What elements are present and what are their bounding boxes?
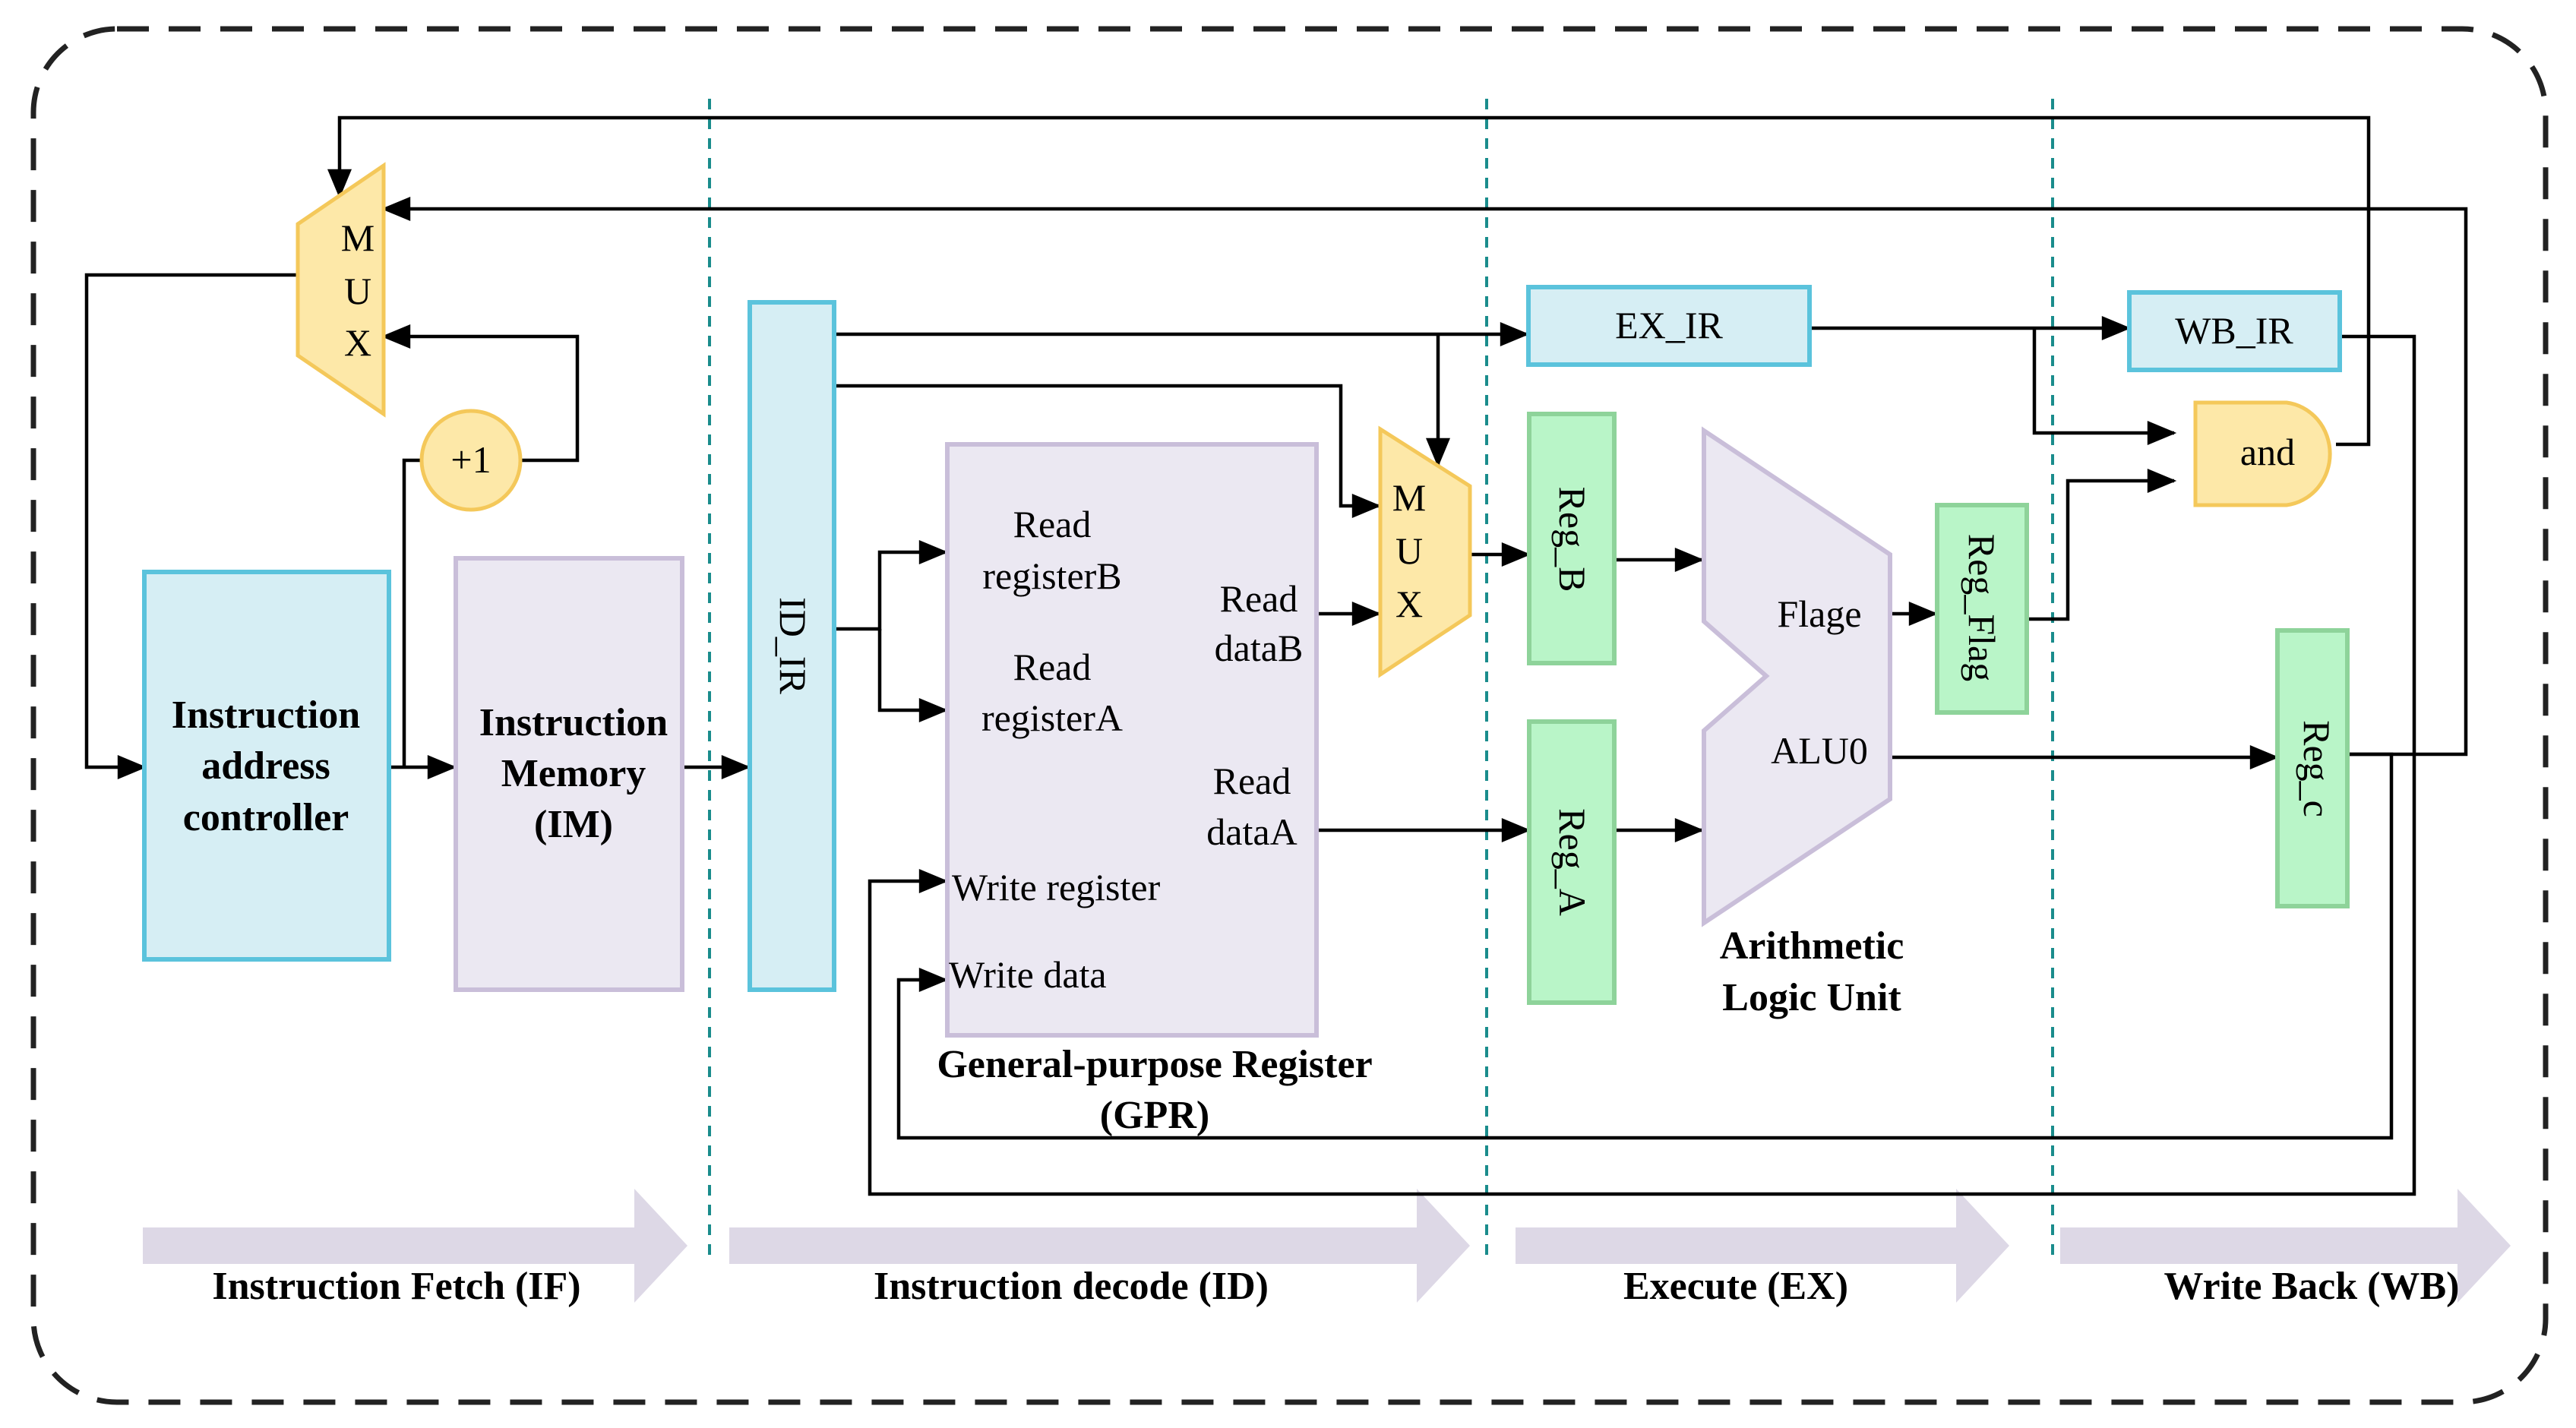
reg-a-label: Reg_A — [1551, 808, 1594, 916]
mux-top — [296, 162, 386, 418]
gpr-read-datab-2: dataB — [1215, 627, 1304, 669]
and-gate-label: and — [2240, 431, 2295, 473]
reg-c — [2275, 628, 2350, 908]
arithmetic-logic-unit — [1702, 426, 1892, 927]
plus-one-adder — [419, 409, 523, 512]
stage-label-ex: Execute (EX) — [1623, 1265, 1848, 1308]
id-ir-label: ID_IR — [772, 597, 814, 694]
alu-flag-port: Flage — [1777, 592, 1861, 635]
gpr-read-regb-1: Read — [1013, 503, 1092, 545]
wire-mux-to-iac — [84, 273, 298, 779]
wire-iac-to-plus1 — [402, 458, 422, 767]
ex-ir-label: EX_IR — [1615, 304, 1723, 346]
stage-label-id: Instruction decode (ID) — [874, 1265, 1269, 1308]
reg-flag — [1935, 503, 2029, 715]
stage-arrow-wb — [2060, 1189, 2511, 1303]
im-label-2: Memory — [501, 752, 646, 795]
alu-caption-2: Logic Unit — [1722, 976, 1901, 1019]
mux-mid — [1378, 425, 1472, 678]
wire-branch-feedback — [327, 115, 2371, 447]
stage-label-if: Instruction Fetch (IF) — [212, 1265, 580, 1308]
wire-idir-to-mux — [834, 384, 1382, 518]
gpr-caption-2: (GPR) — [1100, 1094, 1209, 1137]
ex-ir-register — [1526, 285, 1812, 367]
wire-regc-to-writedata — [896, 752, 2394, 1140]
outer-border — [30, 26, 2549, 1405]
mux-top-label-1: M — [341, 216, 375, 259]
alu-alu0-port: ALU0 — [1771, 729, 1868, 772]
reg-b-label: Reg_B — [1551, 487, 1594, 592]
instruction-memory — [454, 556, 684, 992]
im-label-3: (IM) — [534, 803, 613, 846]
reg-a — [1527, 719, 1617, 1005]
stage-label-wb: Write Back (WB) — [2164, 1265, 2460, 1308]
reg-flag-label: Reg_Flag — [1961, 534, 2003, 681]
wires — [84, 115, 2468, 1196]
gpr-write-data: Write data — [949, 953, 1107, 996]
wire-plus1-to-mux — [381, 324, 580, 463]
wire-exir-to-and — [2032, 328, 2177, 445]
gpr-read-rega-1: Read — [1013, 646, 1092, 688]
gpr-read-dataa-2: dataA — [1206, 810, 1297, 853]
stage-arrow-id — [729, 1189, 1470, 1303]
wire-idir-to-gpr — [834, 540, 949, 631]
general-purpose-register — [945, 442, 1319, 1038]
reg-c-label: Reg_c — [2296, 720, 2338, 817]
mux-mid-label-3: X — [1395, 583, 1423, 625]
stage-arrow-if — [143, 1189, 687, 1303]
id-ir-register — [748, 300, 836, 992]
and-gate — [2193, 400, 2332, 507]
gpr-read-rega-2: registerA — [981, 697, 1123, 739]
im-label-1: Instruction — [479, 701, 668, 744]
wire-regflag-to-and — [2027, 469, 2177, 621]
mux-top-label-3: X — [344, 321, 371, 364]
plus-one-label: +1 — [450, 438, 491, 481]
gpr-write-register: Write register — [952, 866, 1161, 908]
gpr-read-datab-1: Read — [1220, 577, 1298, 620]
reg-b — [1527, 412, 1617, 665]
mux-mid-label-1: M — [1392, 476, 1426, 519]
wire-wbir-to-writereg — [868, 334, 2416, 1196]
gpr-caption-1: General-purpose Register — [937, 1043, 1372, 1086]
alu-caption-1: Arithmetic — [1720, 924, 1904, 968]
wire-regc-to-mux — [381, 197, 2468, 757]
iac-label-1: Instruction — [172, 693, 361, 737]
gpr-read-regb-2: registerB — [982, 554, 1121, 597]
gpr-read-dataa-1: Read — [1213, 760, 1291, 802]
mux-mid-label-2: U — [1395, 529, 1423, 572]
instruction-address-controller — [142, 570, 391, 962]
wire-idir-to-gpr-a — [877, 629, 949, 722]
stage-arrow-ex — [1516, 1189, 2009, 1303]
wb-ir-label: WB_IR — [2175, 309, 2293, 352]
iac-label-3: controller — [183, 796, 349, 839]
mux-top-label-2: U — [344, 270, 371, 312]
wb-ir-register — [2127, 290, 2342, 372]
iac-label-2: address — [201, 744, 330, 788]
